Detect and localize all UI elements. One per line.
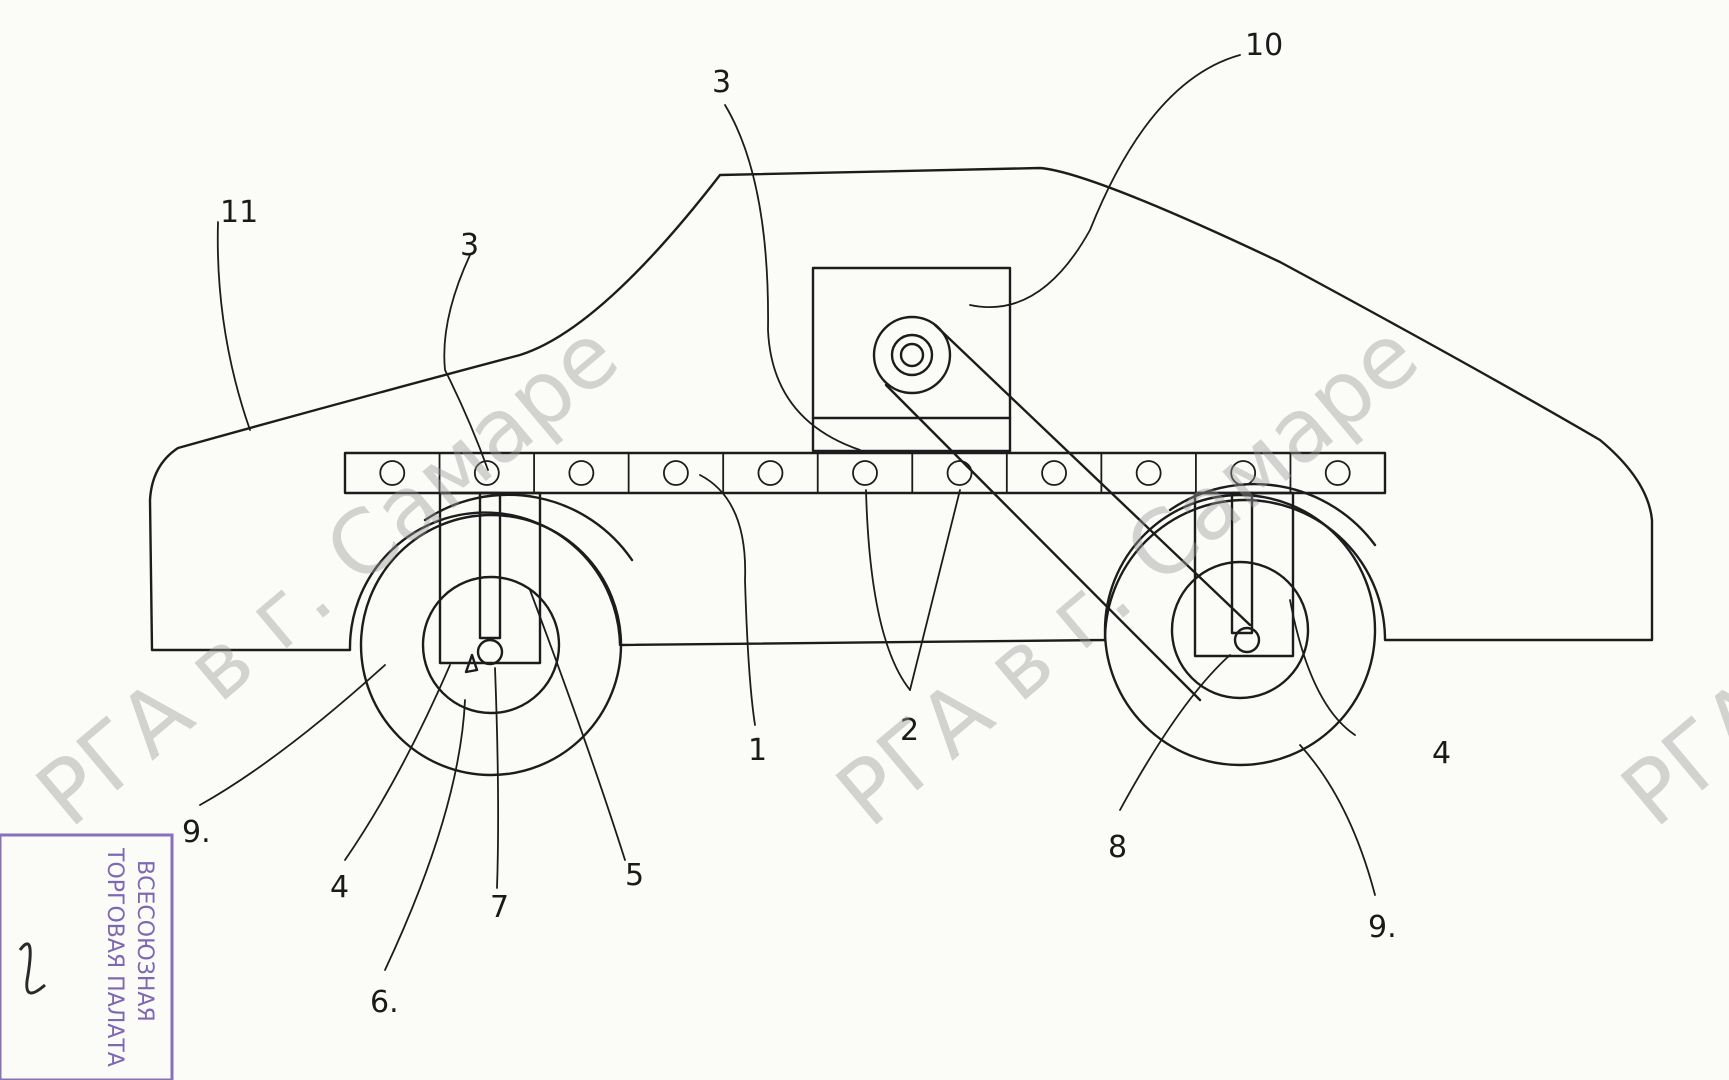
stamp-signature	[18, 942, 46, 995]
watermark-2: РГА в г. Самаре	[817, 303, 1437, 846]
right-wheel-hub	[1170, 560, 1310, 700]
stamp-line-1: ВСЕСОЮЗНАЯ	[132, 860, 157, 1022]
frame-rail	[343, 451, 1387, 495]
motor-housing	[811, 266, 1012, 453]
rail-roller	[473, 460, 500, 486]
leader-lines	[199, 54, 1376, 971]
label-5: 5	[625, 858, 644, 893]
rail-cells	[379, 452, 1351, 494]
leader-8	[1119, 654, 1231, 811]
leader-3-right	[724, 104, 861, 451]
leader-4-right	[1289, 599, 1356, 736]
leader-2b	[909, 489, 961, 691]
right-axle-bearing	[1233, 626, 1261, 654]
car-body-outline	[148, 166, 1654, 652]
rail-roller	[663, 460, 689, 486]
label-4-right: 4	[1432, 736, 1451, 771]
motor-pulley-outer	[872, 315, 952, 395]
leader-9-left	[199, 664, 386, 806]
drive-belt-lower	[884, 383, 1202, 702]
leader-2a	[865, 489, 911, 691]
watermark-3: РГА в г. Самаре	[1602, 303, 1729, 846]
label-8: 8	[1108, 830, 1127, 865]
left-wheel-tire	[359, 513, 623, 777]
rail-roller	[379, 460, 406, 486]
leader-1	[699, 474, 756, 726]
label-7: 7	[490, 890, 509, 925]
motor-pulley-mid	[890, 333, 934, 377]
label-3-right: 3	[712, 65, 731, 100]
label-3-left: 3	[460, 228, 479, 263]
left-fender-arc	[423, 493, 634, 562]
leader-4-left	[344, 664, 451, 861]
label-4-left: 4	[330, 870, 349, 905]
stamp-line-2: ТОРГОВАЯ ПАЛАТА	[102, 847, 127, 1067]
leader-11	[216, 221, 251, 431]
right-fender-arc	[1168, 482, 1377, 547]
archive-stamp: ВСЕСОЮЗНАЯ ТОРГОВАЯ ПАЛАТА	[0, 833, 174, 1080]
leader-3-left	[443, 254, 489, 471]
drive-belt-upper	[933, 323, 1252, 627]
rail-roller	[1041, 460, 1067, 486]
left-axle-bearing	[476, 638, 504, 666]
rail-roller	[852, 460, 878, 486]
motor-pulley-inner	[899, 342, 925, 368]
label-1: 1	[748, 733, 767, 768]
rail-roller	[757, 460, 784, 486]
leader-9-right	[1299, 744, 1376, 896]
leader-7	[494, 667, 500, 889]
label-9-left: 9.	[182, 815, 211, 850]
left-strut-rod	[478, 491, 502, 640]
leader-6	[384, 699, 466, 971]
rail-roller	[946, 460, 973, 486]
leader-10	[969, 54, 1241, 309]
label-11: 11	[220, 195, 258, 230]
label-10: 10	[1245, 28, 1283, 63]
left-wheel-hub	[421, 575, 561, 715]
rail-roller	[1324, 460, 1351, 486]
rail-roller	[1135, 460, 1162, 486]
rail-roller	[568, 460, 595, 486]
right-strut-rod	[1230, 491, 1254, 635]
left-pointer-arrow	[464, 653, 479, 674]
label-6: 6.	[370, 985, 399, 1020]
label-2: 2	[900, 713, 919, 748]
label-9-right: 9.	[1368, 910, 1397, 945]
leader-5	[529, 589, 626, 861]
right-wheel-tire	[1103, 493, 1377, 767]
stamp-border	[0, 833, 174, 1080]
